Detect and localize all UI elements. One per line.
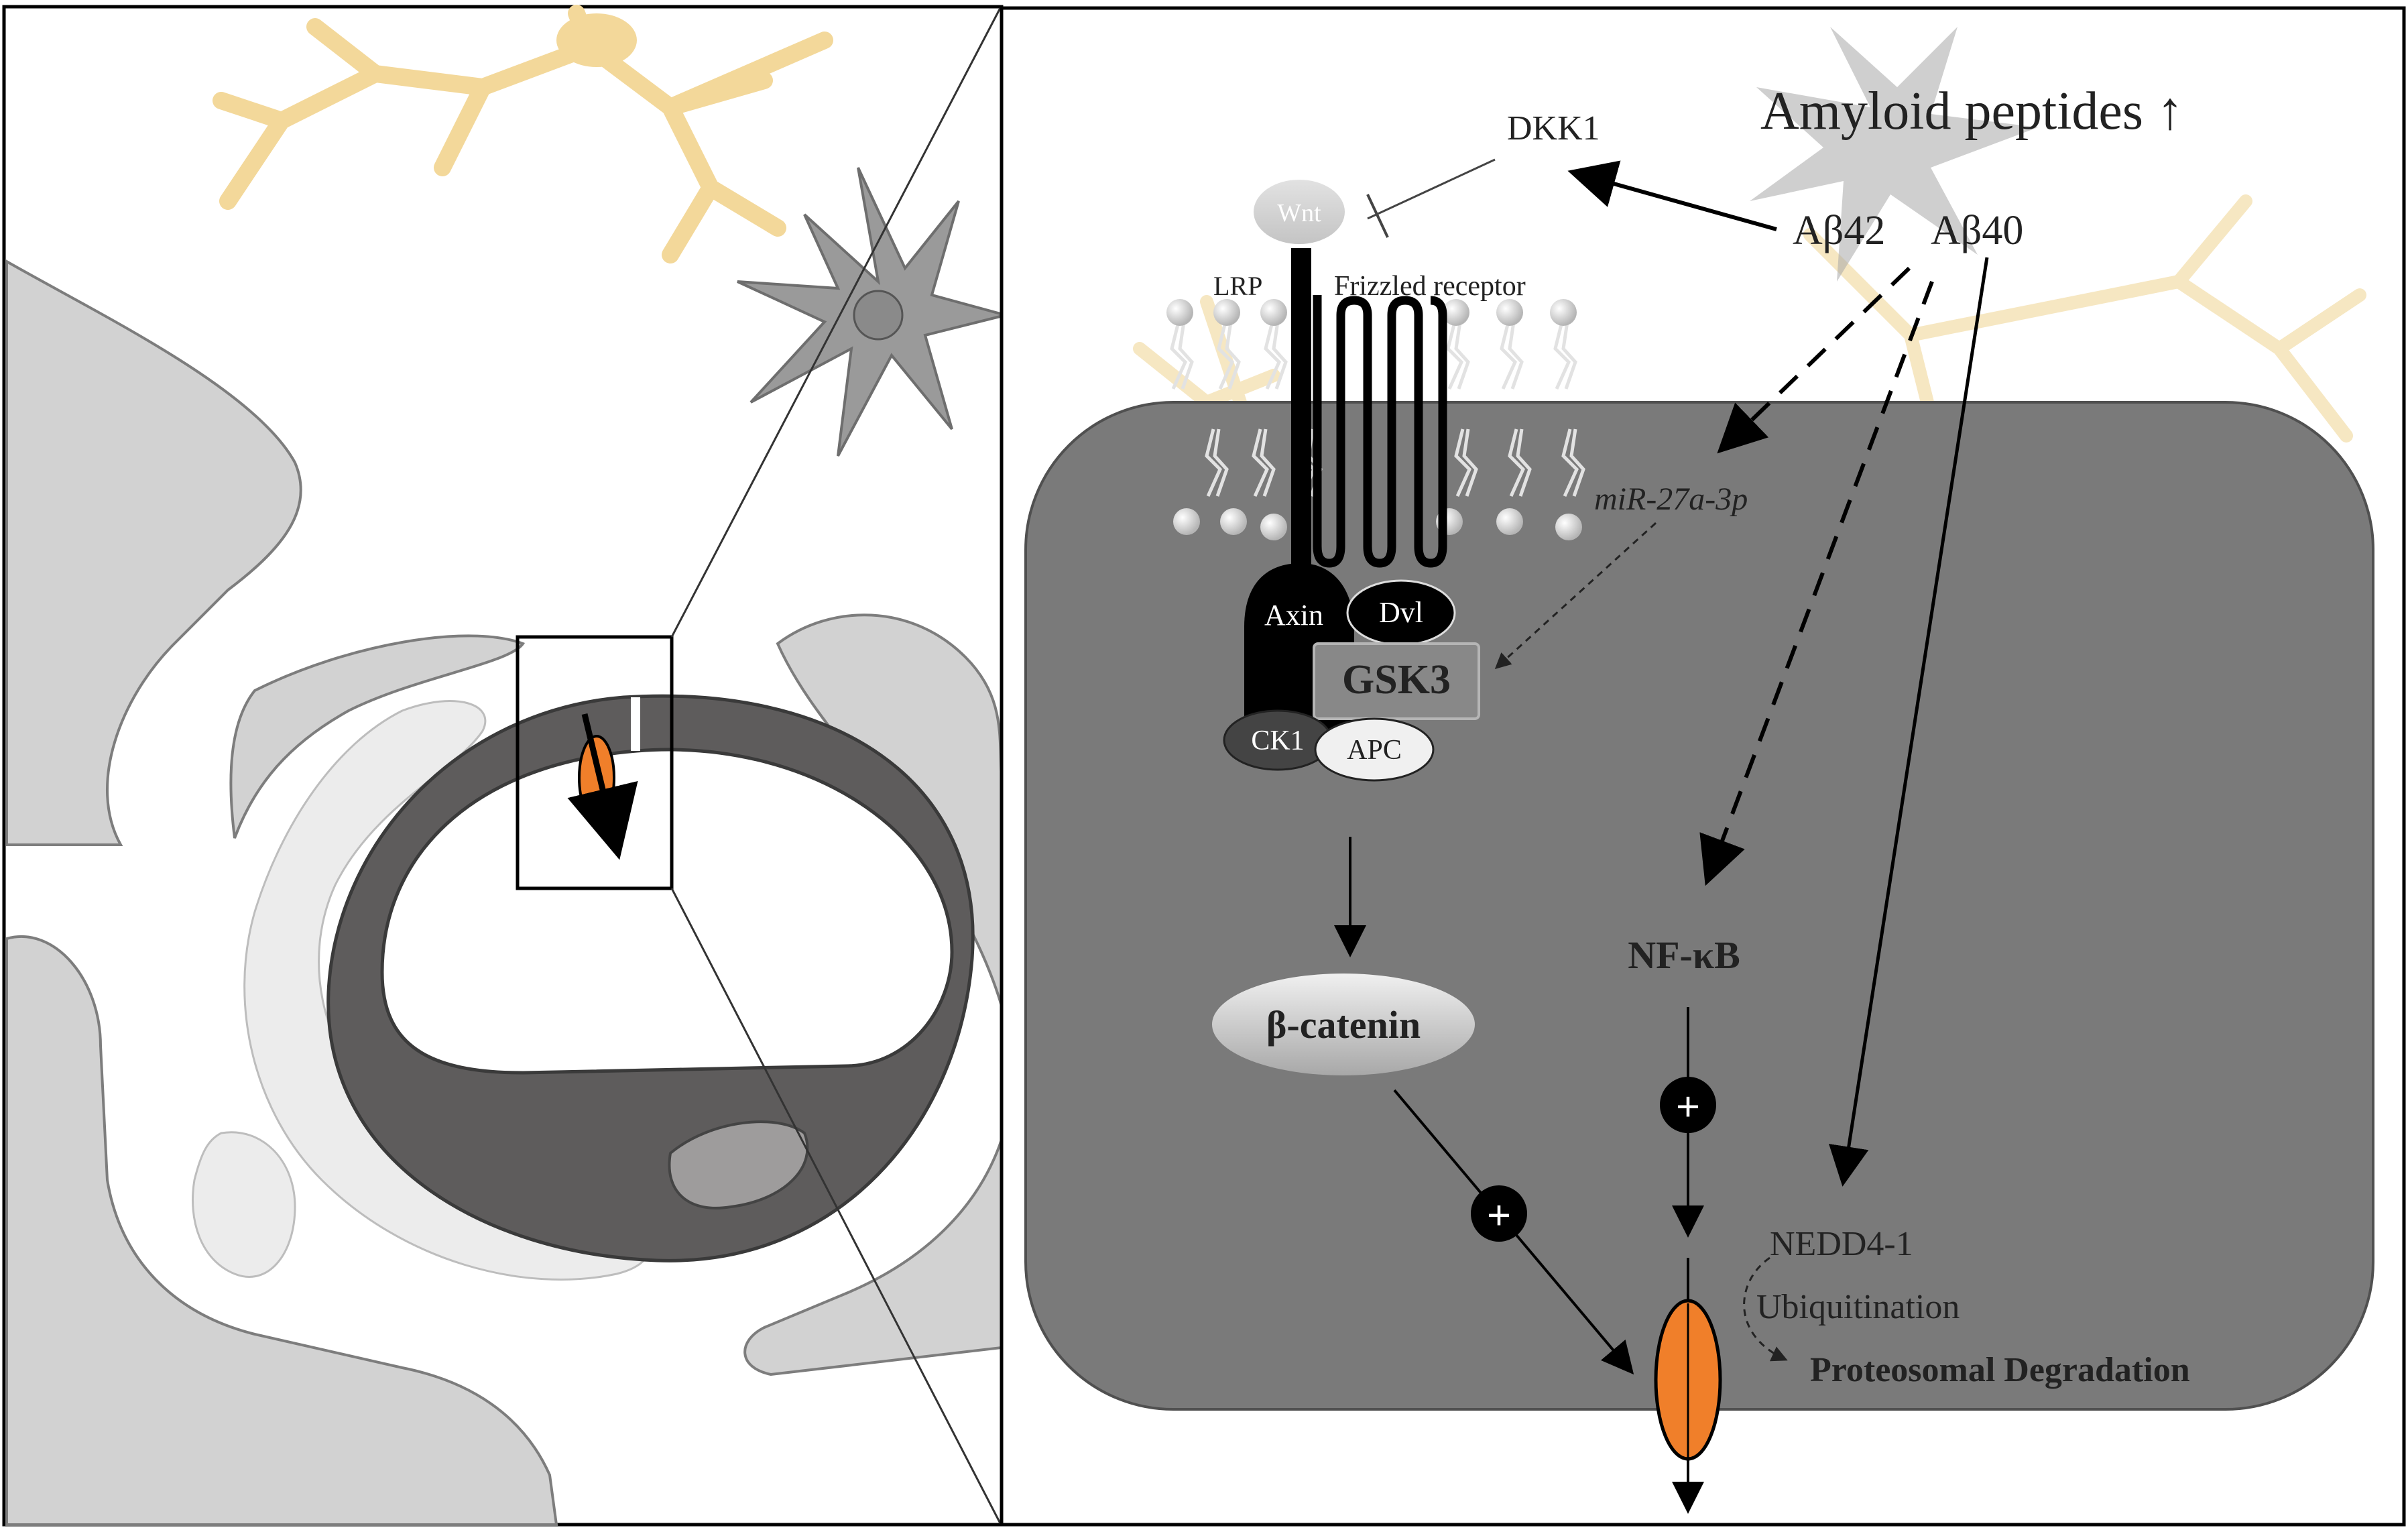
lrp-receptor bbox=[1291, 248, 1311, 624]
apc-label: APC bbox=[1347, 735, 1402, 766]
wnt-ligand bbox=[1254, 180, 1345, 244]
zoom-box bbox=[516, 635, 674, 890]
zoom-line-top bbox=[670, 7, 1002, 638]
plus-badge-catenin bbox=[1471, 1185, 1527, 1242]
plus-badge-nfkb bbox=[1660, 1077, 1716, 1133]
frizzled-receptor bbox=[1313, 295, 1447, 568]
mir-label: miR-27a-3p bbox=[1594, 481, 1748, 517]
right-panel: Wnt DKK1 Amyloid peptides ↑ Aβ42 Aβ40 LR… bbox=[1000, 6, 2406, 1527]
abeta42-label: Aβ42 bbox=[1793, 208, 1885, 253]
left-panel bbox=[2, 5, 1011, 1527]
abeta42-to-mir-arrow bbox=[1717, 266, 1911, 454]
abeta42-to-dkk1-arrow bbox=[1567, 160, 1777, 231]
abeta42-to-nfkb-arrow bbox=[1699, 280, 1934, 886]
background-astrocyte bbox=[1750, 27, 2038, 282]
lrp-label: LRP bbox=[1213, 271, 1262, 301]
dkk1-label: DKK1 bbox=[1507, 109, 1600, 148]
dvl-label: Dvl bbox=[1379, 596, 1423, 629]
ubiquitination-curve-arrow bbox=[1743, 1256, 1788, 1362]
abeta40-label: Aβ40 bbox=[1931, 208, 2023, 253]
degradation-label: Proteosomal Degradation bbox=[1810, 1351, 2190, 1389]
wnt-label: Wnt bbox=[1277, 199, 1321, 227]
plus-nfkb-label: + bbox=[1676, 1083, 1700, 1130]
vessel-ring bbox=[326, 694, 975, 1262]
cell-body bbox=[1024, 401, 2374, 1411]
beta-catenin bbox=[1212, 974, 1475, 1075]
channel-small-arrow bbox=[567, 713, 638, 860]
neuron-soma bbox=[556, 13, 637, 67]
dkk1-inhibit-line bbox=[1367, 158, 1496, 220]
axin-label: Axin bbox=[1264, 599, 1323, 632]
nfkb-label: NF-κB bbox=[1628, 933, 1740, 977]
ck1-label: CK1 bbox=[1251, 725, 1304, 756]
zoom-line-bottom bbox=[670, 888, 1002, 1524]
diagram-title: Amyloid peptides ↑ bbox=[1760, 82, 2183, 141]
astrocyte-cell bbox=[737, 167, 1011, 457]
tissue-shapes bbox=[5, 259, 1003, 1526]
nedd4-label: NEDD4-1 bbox=[1770, 1225, 1913, 1263]
beta-catenin-label: β-catenin bbox=[1266, 1003, 1421, 1047]
endothelial-nucleus bbox=[668, 1120, 809, 1210]
apc-protein bbox=[1314, 717, 1435, 782]
gsk3-label: GSK3 bbox=[1342, 657, 1451, 703]
dkk1-inhibit-bar bbox=[1366, 194, 1389, 238]
ubiquitination-label: Ubiquitination bbox=[1756, 1288, 1960, 1326]
plus-catenin-label: + bbox=[1487, 1191, 1511, 1239]
phospholipids-top bbox=[1166, 299, 1577, 390]
frizzled-label: Frizzled receptor bbox=[1334, 271, 1526, 302]
abeta40-to-nedd4-arrow bbox=[1829, 257, 1989, 1187]
gsk3-protein bbox=[1313, 642, 1480, 720]
